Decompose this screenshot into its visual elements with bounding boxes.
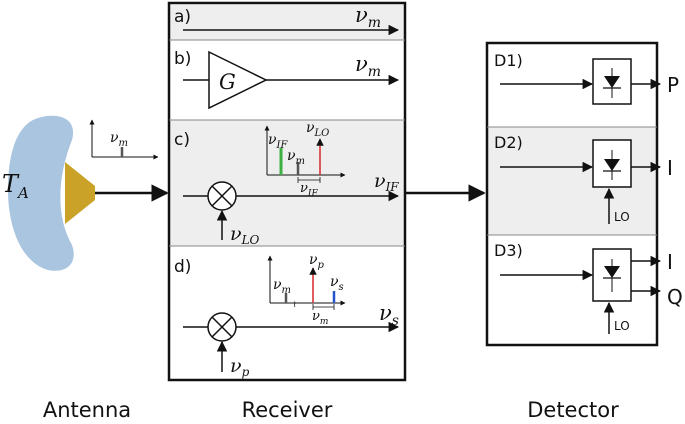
- d1-tag: D1): [494, 51, 523, 70]
- receiver-option-d: d) ≀ νm νp νs νm νp: [174, 252, 400, 379]
- receiver-box: [167, 1, 407, 382]
- option-d-tag: d): [174, 257, 191, 277]
- receiver-option-a: a) νm: [174, 3, 400, 36]
- d2-tag: D2): [494, 133, 523, 152]
- antenna-section: TA νm: [2, 115, 169, 271]
- if-peak-label: νIF: [268, 132, 288, 151]
- option-d-spectrum-inset: ≀ νm νp νs νm: [267, 252, 346, 327]
- antenna-peak-label: νm: [110, 130, 128, 149]
- d2-output-label: I: [667, 156, 673, 180]
- option-d-signal-label: νs: [379, 301, 399, 329]
- lo-peak-label: νLO: [306, 120, 329, 139]
- lo-input-label: νLO: [230, 223, 260, 247]
- d3-lo-label: LO: [614, 319, 630, 333]
- detector-option-d1: D1) P: [494, 51, 679, 105]
- receiver-section: a) νm b) G νm c) νIF νm νLO: [167, 1, 407, 382]
- receiver-option-b: b) G νm: [174, 49, 400, 110]
- amplifier-icon: [208, 50, 268, 110]
- detector-option-d2: D2) I LO: [494, 133, 673, 224]
- detector-section: D1) P D2) I LO D3): [485, 41, 683, 347]
- d2-lo-label: LO: [614, 210, 630, 224]
- option-a-tag: a): [174, 7, 191, 27]
- detector-box: [485, 41, 659, 347]
- option-c-spectrum-inset: νIF νm νLO νIF: [264, 120, 346, 199]
- receiver-caption: Receiver: [241, 398, 333, 422]
- s-peak-label: νs: [330, 274, 344, 293]
- feed-horn: [65, 162, 95, 224]
- p-peak-label: νp: [309, 252, 325, 271]
- d3-tag: D3): [494, 241, 523, 260]
- amplifier-gain-label: G: [219, 70, 236, 94]
- antenna-temperature-label: TA: [2, 170, 29, 202]
- d1-output-label: P: [667, 73, 679, 97]
- m-peak-label: νm: [287, 148, 305, 167]
- d3-output-i-label: I: [667, 250, 673, 274]
- receiver-option-c: c) νIF νm νLO νIF νLO: [174, 120, 399, 247]
- option-b-tag: b): [174, 49, 191, 69]
- detector-caption: Detector: [527, 398, 619, 422]
- d3-output-q-label: Q: [667, 285, 683, 309]
- antenna-caption: Antenna: [42, 398, 132, 422]
- pump-input-label: νp: [230, 355, 250, 379]
- receiver-band-c: [169, 120, 405, 246]
- if-span-label: νIF: [300, 181, 318, 199]
- d-m-peak-label: νm: [273, 277, 291, 296]
- option-a-signal-label: νm: [355, 3, 381, 31]
- d-span-label: νm: [312, 309, 328, 327]
- option-c-signal-label: νIF: [374, 170, 399, 194]
- antenna-reflector: [8, 115, 74, 271]
- axis-break-icon: ≀: [293, 300, 296, 310]
- option-c-tag: c): [174, 130, 190, 150]
- detector-option-d3: D3) I Q LO: [494, 241, 683, 334]
- option-b-signal-label: νm: [355, 52, 381, 80]
- receiver-band-a: [169, 5, 405, 40]
- antenna-spectrum-inset: νm: [89, 119, 159, 160]
